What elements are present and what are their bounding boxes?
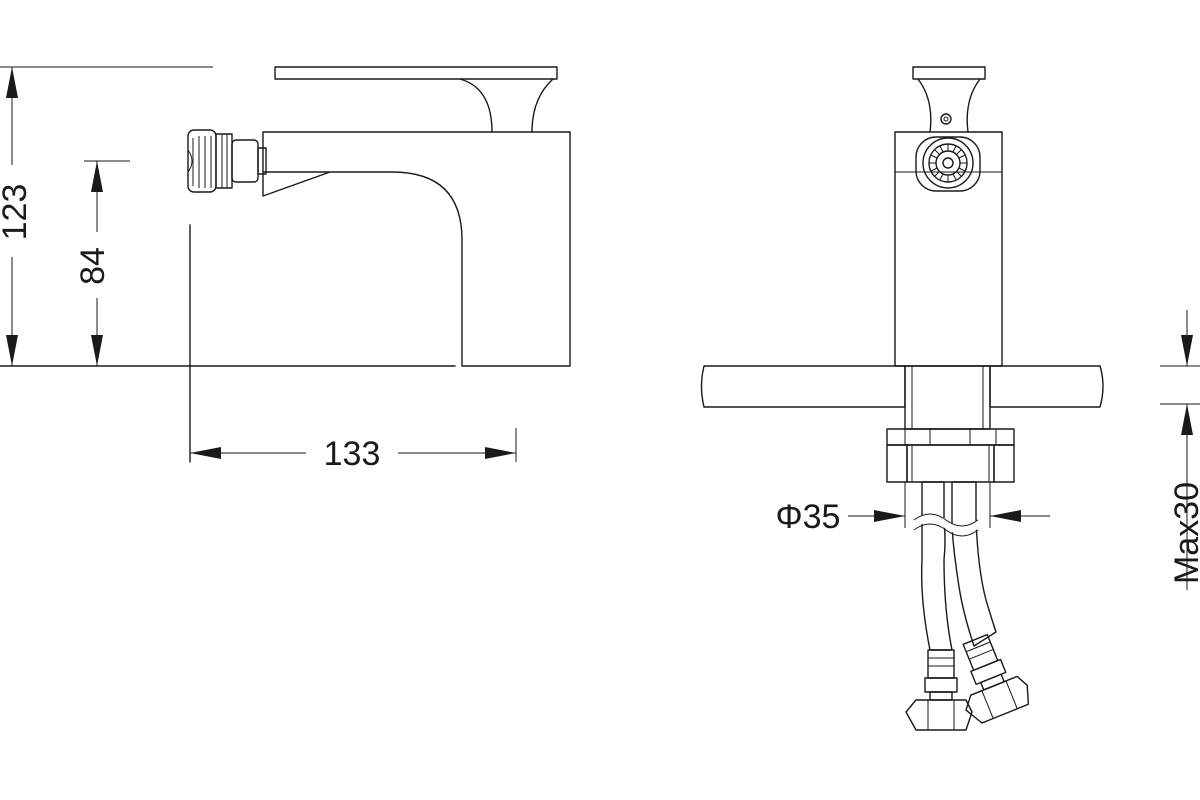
front-view: Φ35 Max30 [700,66,1200,731]
depth-label: 133 [324,435,381,473]
aerator-front [915,136,981,192]
hose-fitting-left [905,649,973,731]
dimension-depth: 133 [190,428,517,473]
dimension-diameter: Φ35 [776,482,1050,536]
spout-cone [262,171,331,197]
braided-hoses [911,481,997,651]
max-thickness-label: Max30 [1168,482,1200,584]
mounting-shank [886,365,1015,483]
diameter-label: Φ35 [776,498,841,536]
front-handle [912,66,986,133]
side-view: 123 84 133 [0,66,571,473]
dimension-max-thickness: Max30 [1160,310,1200,590]
dimension-total-height: 123 [0,66,213,366]
total-height-label: 123 [0,184,34,241]
countertop-section [700,365,1104,408]
faucet-body [262,131,571,367]
spout-height-label: 84 [74,247,112,285]
handle-lever [274,66,558,133]
front-body [894,131,1003,367]
hose-fitting-right [962,633,1030,724]
bidet-aerator [187,129,267,193]
dimension-spout-height: 84 [74,160,130,366]
